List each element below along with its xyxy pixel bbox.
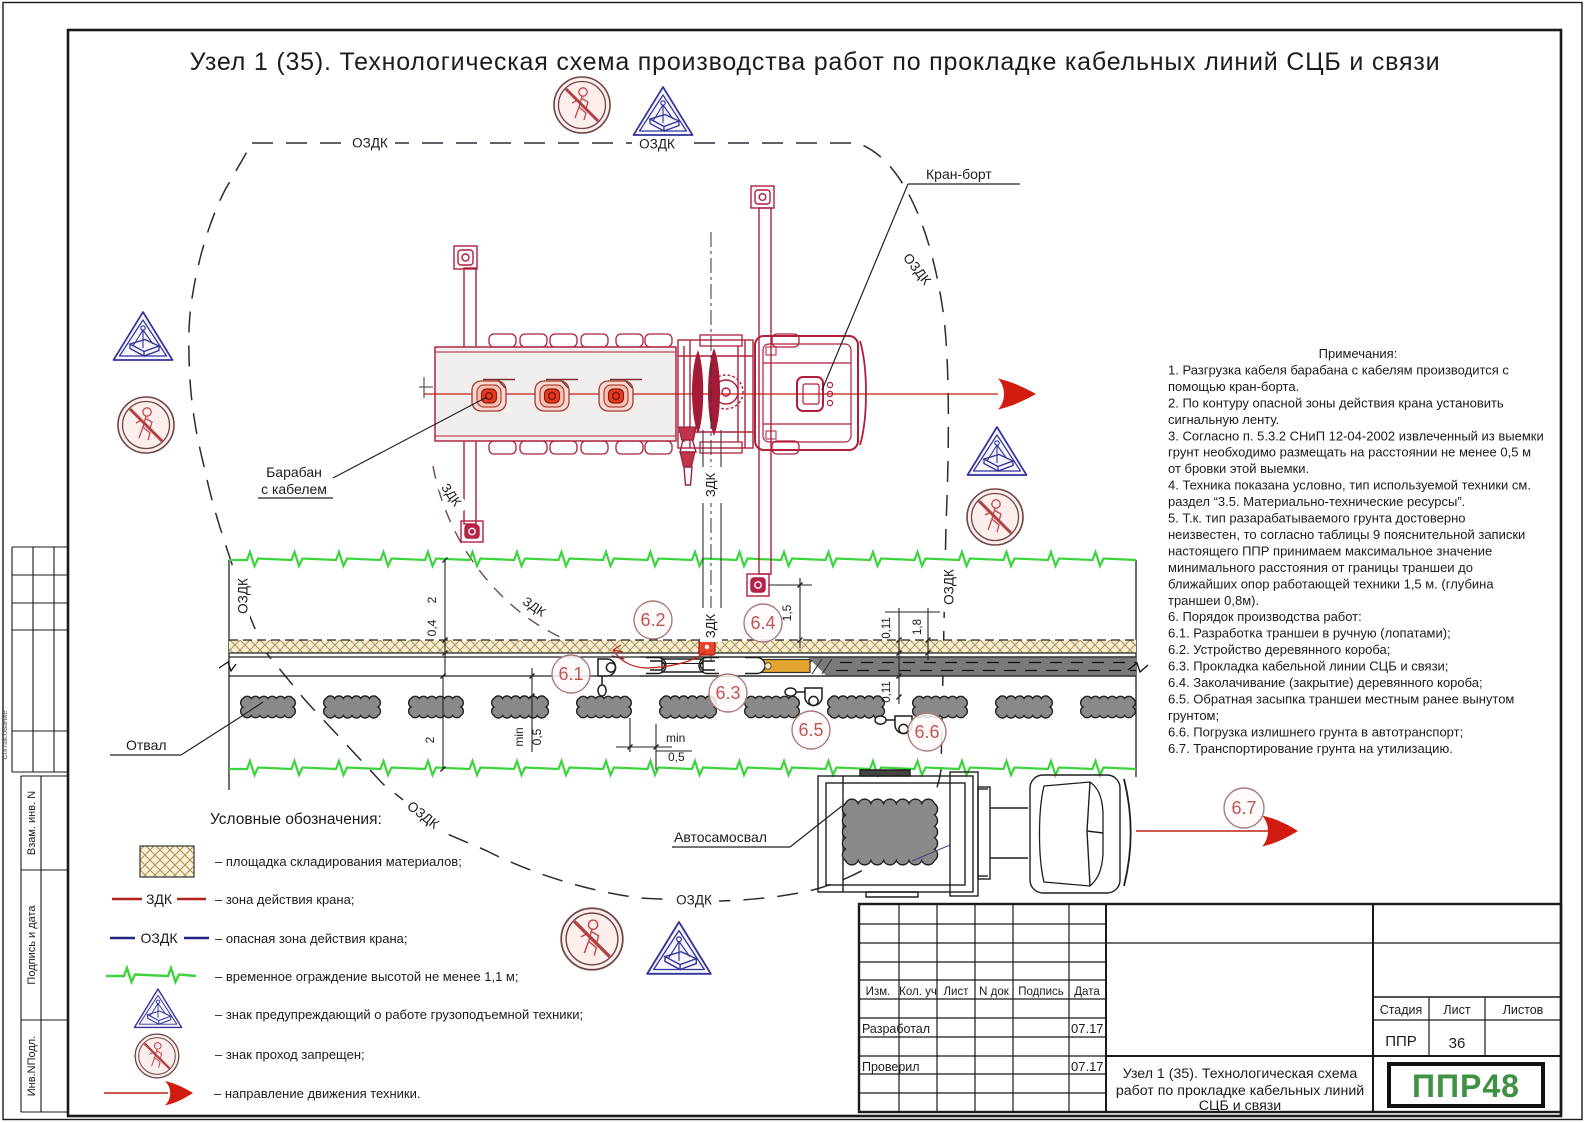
svg-text:грунтом;: грунтом; (1168, 708, 1219, 723)
svg-text:ближайших опор работающей техн: ближайших опор работающей техники 1,5 м.… (1168, 576, 1494, 591)
svg-text:4. Техника показана условно, т: 4. Техника показана условно, тип использ… (1168, 478, 1531, 493)
svg-text:N док: N док (979, 986, 1010, 998)
svg-text:Проверил: Проверил (862, 1060, 920, 1074)
svg-text:СЦБ и связи: СЦБ и связи (1199, 1098, 1281, 1114)
svg-text:раздел “3.5. Материально-техни: раздел “3.5. Материально-технические рес… (1168, 494, 1465, 509)
svg-text:1. Разгрузка кабеля барабана с: 1. Разгрузка кабеля барабана с кабелям п… (1168, 362, 1509, 377)
svg-text:– знак проход запрещен;: – знак проход запрещен; (215, 1047, 365, 1062)
svg-text:Автосамосвал: Автосамосвал (674, 829, 767, 845)
svg-text:6.2: 6.2 (640, 610, 665, 630)
svg-text:ППР: ППР (1385, 1033, 1417, 1050)
svg-text:ОЗДК: ОЗДК (352, 136, 388, 151)
svg-text:ОЗДК: ОЗДК (236, 578, 251, 614)
svg-text:6.5: 6.5 (798, 720, 823, 740)
svg-text:ЗДК: ЗДК (703, 472, 718, 497)
svg-text:– знак предупреждающий о работ: – знак предупреждающий о работе грузопод… (215, 1007, 583, 1022)
svg-text:0,11: 0,11 (881, 617, 893, 639)
svg-text:2. По контуру опасной зоны дей: 2. По контуру опасной зоны действия кран… (1168, 395, 1504, 410)
svg-text:Взам. инв. N: Взам. инв. N (26, 791, 38, 855)
svg-text:– направление движения техники: – направление движения техники. (214, 1086, 420, 1101)
svg-text:Узел 1 (35). Технологическая с: Узел 1 (35). Технологическая схема произ… (190, 48, 1441, 76)
svg-text:6. Порядок производства работ:: 6. Порядок производства работ: (1168, 609, 1362, 624)
svg-text:– опасная зона действия крана;: – опасная зона действия крана; (215, 931, 408, 946)
svg-text:6.6. Погрузка излишнего грунта: 6.6. Погрузка излишнего грунта в автотра… (1168, 724, 1463, 739)
svg-text:Отвал: Отвал (126, 737, 167, 753)
svg-text:работ по прокладке кабельных л: работ по прокладке кабельных линий (1116, 1083, 1364, 1099)
svg-text:6.4. Заколачивание (закрытие): 6.4. Заколачивание (закрытие) деревянног… (1168, 675, 1483, 690)
svg-text:Разработал: Разработал (862, 1022, 930, 1036)
svg-text:0,4: 0,4 (425, 619, 439, 636)
svg-text:6.6: 6.6 (914, 722, 939, 742)
svg-text:ЗДК: ЗДК (703, 613, 718, 638)
svg-text:ППР48: ППР48 (1412, 1068, 1520, 1104)
svg-text:3. Согласно п. 5.3.2 СНиП 12-: 3. Согласно п. 5.3.2 СНиП 12-04-2002 изв… (1168, 428, 1544, 443)
svg-text:5. Т.к. тип разарабатываемого: 5. Т.к. тип разарабатываемого грунта дос… (1168, 511, 1466, 526)
svg-text:1,5: 1,5 (780, 604, 794, 621)
svg-text:Стадия: Стадия (1380, 1003, 1423, 1017)
svg-text:0,5: 0,5 (530, 728, 544, 745)
svg-text:6.1. Разработка траншеи в ручн: 6.1. Разработка траншеи в ручную (лопата… (1168, 626, 1451, 641)
svg-text:Подпись: Подпись (1018, 986, 1064, 998)
svg-text:помощью кран-борта.: помощью кран-борта. (1168, 379, 1299, 394)
svg-text:Кол. уч: Кол. уч (899, 986, 937, 998)
svg-text:6.3: 6.3 (715, 683, 740, 703)
svg-text:Листов: Листов (1503, 1003, 1544, 1017)
svg-text:0,5: 0,5 (668, 750, 685, 764)
svg-text:6.7. Транспортирование грунта: 6.7. Транспортирование грунта на утилиза… (1168, 741, 1453, 756)
svg-text:Узел 1 (35). Технологическая с: Узел 1 (35). Технологическая схема (1123, 1066, 1358, 1082)
svg-text:6.4: 6.4 (750, 613, 775, 633)
svg-text:Кран-борт: Кран-борт (926, 166, 992, 182)
svg-text:0,11: 0,11 (881, 681, 893, 703)
svg-text:07.17: 07.17 (1071, 1059, 1104, 1074)
svg-text:ОЗДК: ОЗДК (676, 893, 712, 908)
svg-text:сигнальную ленту.: сигнальную ленту. (1168, 412, 1279, 427)
svg-text:траншеи 0,8м).: траншеи 0,8м). (1168, 593, 1259, 608)
svg-text:Барабан: Барабан (266, 464, 322, 480)
svg-text:Изм.: Изм. (866, 986, 891, 998)
svg-text:– временное ограждение высотой: – временное ограждение высотой не менее … (215, 969, 518, 984)
svg-text:6.3. Прокладка кабельной линии: 6.3. Прокладка кабельной линии СЦБ и свя… (1168, 659, 1448, 674)
svg-text:неизвестен, то согласно таблиц: неизвестен, то согласно таблицы 9 поясни… (1168, 527, 1525, 542)
svg-text:min: min (512, 727, 526, 746)
svg-text:минимального расстояния от гра: минимального расстояния от границы транш… (1168, 560, 1473, 575)
svg-text:ОЗДК: ОЗДК (942, 569, 957, 605)
svg-text:грунт необходимо размещать на: грунт необходимо размещать на расстоянии… (1168, 445, 1531, 460)
svg-text:– зона действия крана;: – зона действия крана; (215, 892, 354, 907)
svg-text:Условные обозначения:: Условные обозначения: (210, 811, 382, 828)
svg-text:Лист: Лист (944, 986, 970, 998)
svg-text:6.5. Обратная засыпка траншеи: 6.5. Обратная засыпка траншеи местным ра… (1168, 691, 1514, 706)
svg-text:ЗДК: ЗДК (146, 891, 173, 907)
svg-text:от бровки этой выемки.: от бровки этой выемки. (1168, 461, 1309, 476)
svg-text:min: min (666, 731, 685, 745)
svg-text:Согласование: Согласование (0, 710, 9, 759)
svg-text:Дата: Дата (1074, 986, 1100, 998)
svg-text:настоящего ППР принимаем макси: настоящего ППР принимаем максимальное зн… (1168, 543, 1492, 558)
svg-text:Примечания:: Примечания: (1319, 346, 1398, 361)
svg-text:с кабелем: с кабелем (261, 481, 327, 497)
svg-text:07.17: 07.17 (1071, 1021, 1104, 1036)
svg-text:1,8: 1,8 (912, 619, 924, 635)
svg-text:Подпись и дата: Подпись и дата (26, 905, 38, 985)
svg-text:– площадка складирования матер: – площадка складирования материалов; (215, 854, 462, 869)
svg-text:36: 36 (1449, 1035, 1466, 1052)
svg-text:6.1: 6.1 (558, 664, 583, 684)
svg-text:2: 2 (425, 596, 439, 603)
svg-text:2: 2 (423, 736, 437, 743)
svg-text:6.7: 6.7 (1231, 798, 1256, 818)
svg-text:Лист: Лист (1443, 1003, 1470, 1017)
svg-text:ОЗДК: ОЗДК (141, 930, 179, 946)
svg-text:6.2. Устройство деревянного ко: 6.2. Устройство деревянного короба; (1168, 642, 1390, 657)
svg-text:ОЗДК: ОЗДК (639, 137, 675, 152)
svg-text:Инв.NПодл.: Инв.NПодл. (26, 1036, 38, 1097)
